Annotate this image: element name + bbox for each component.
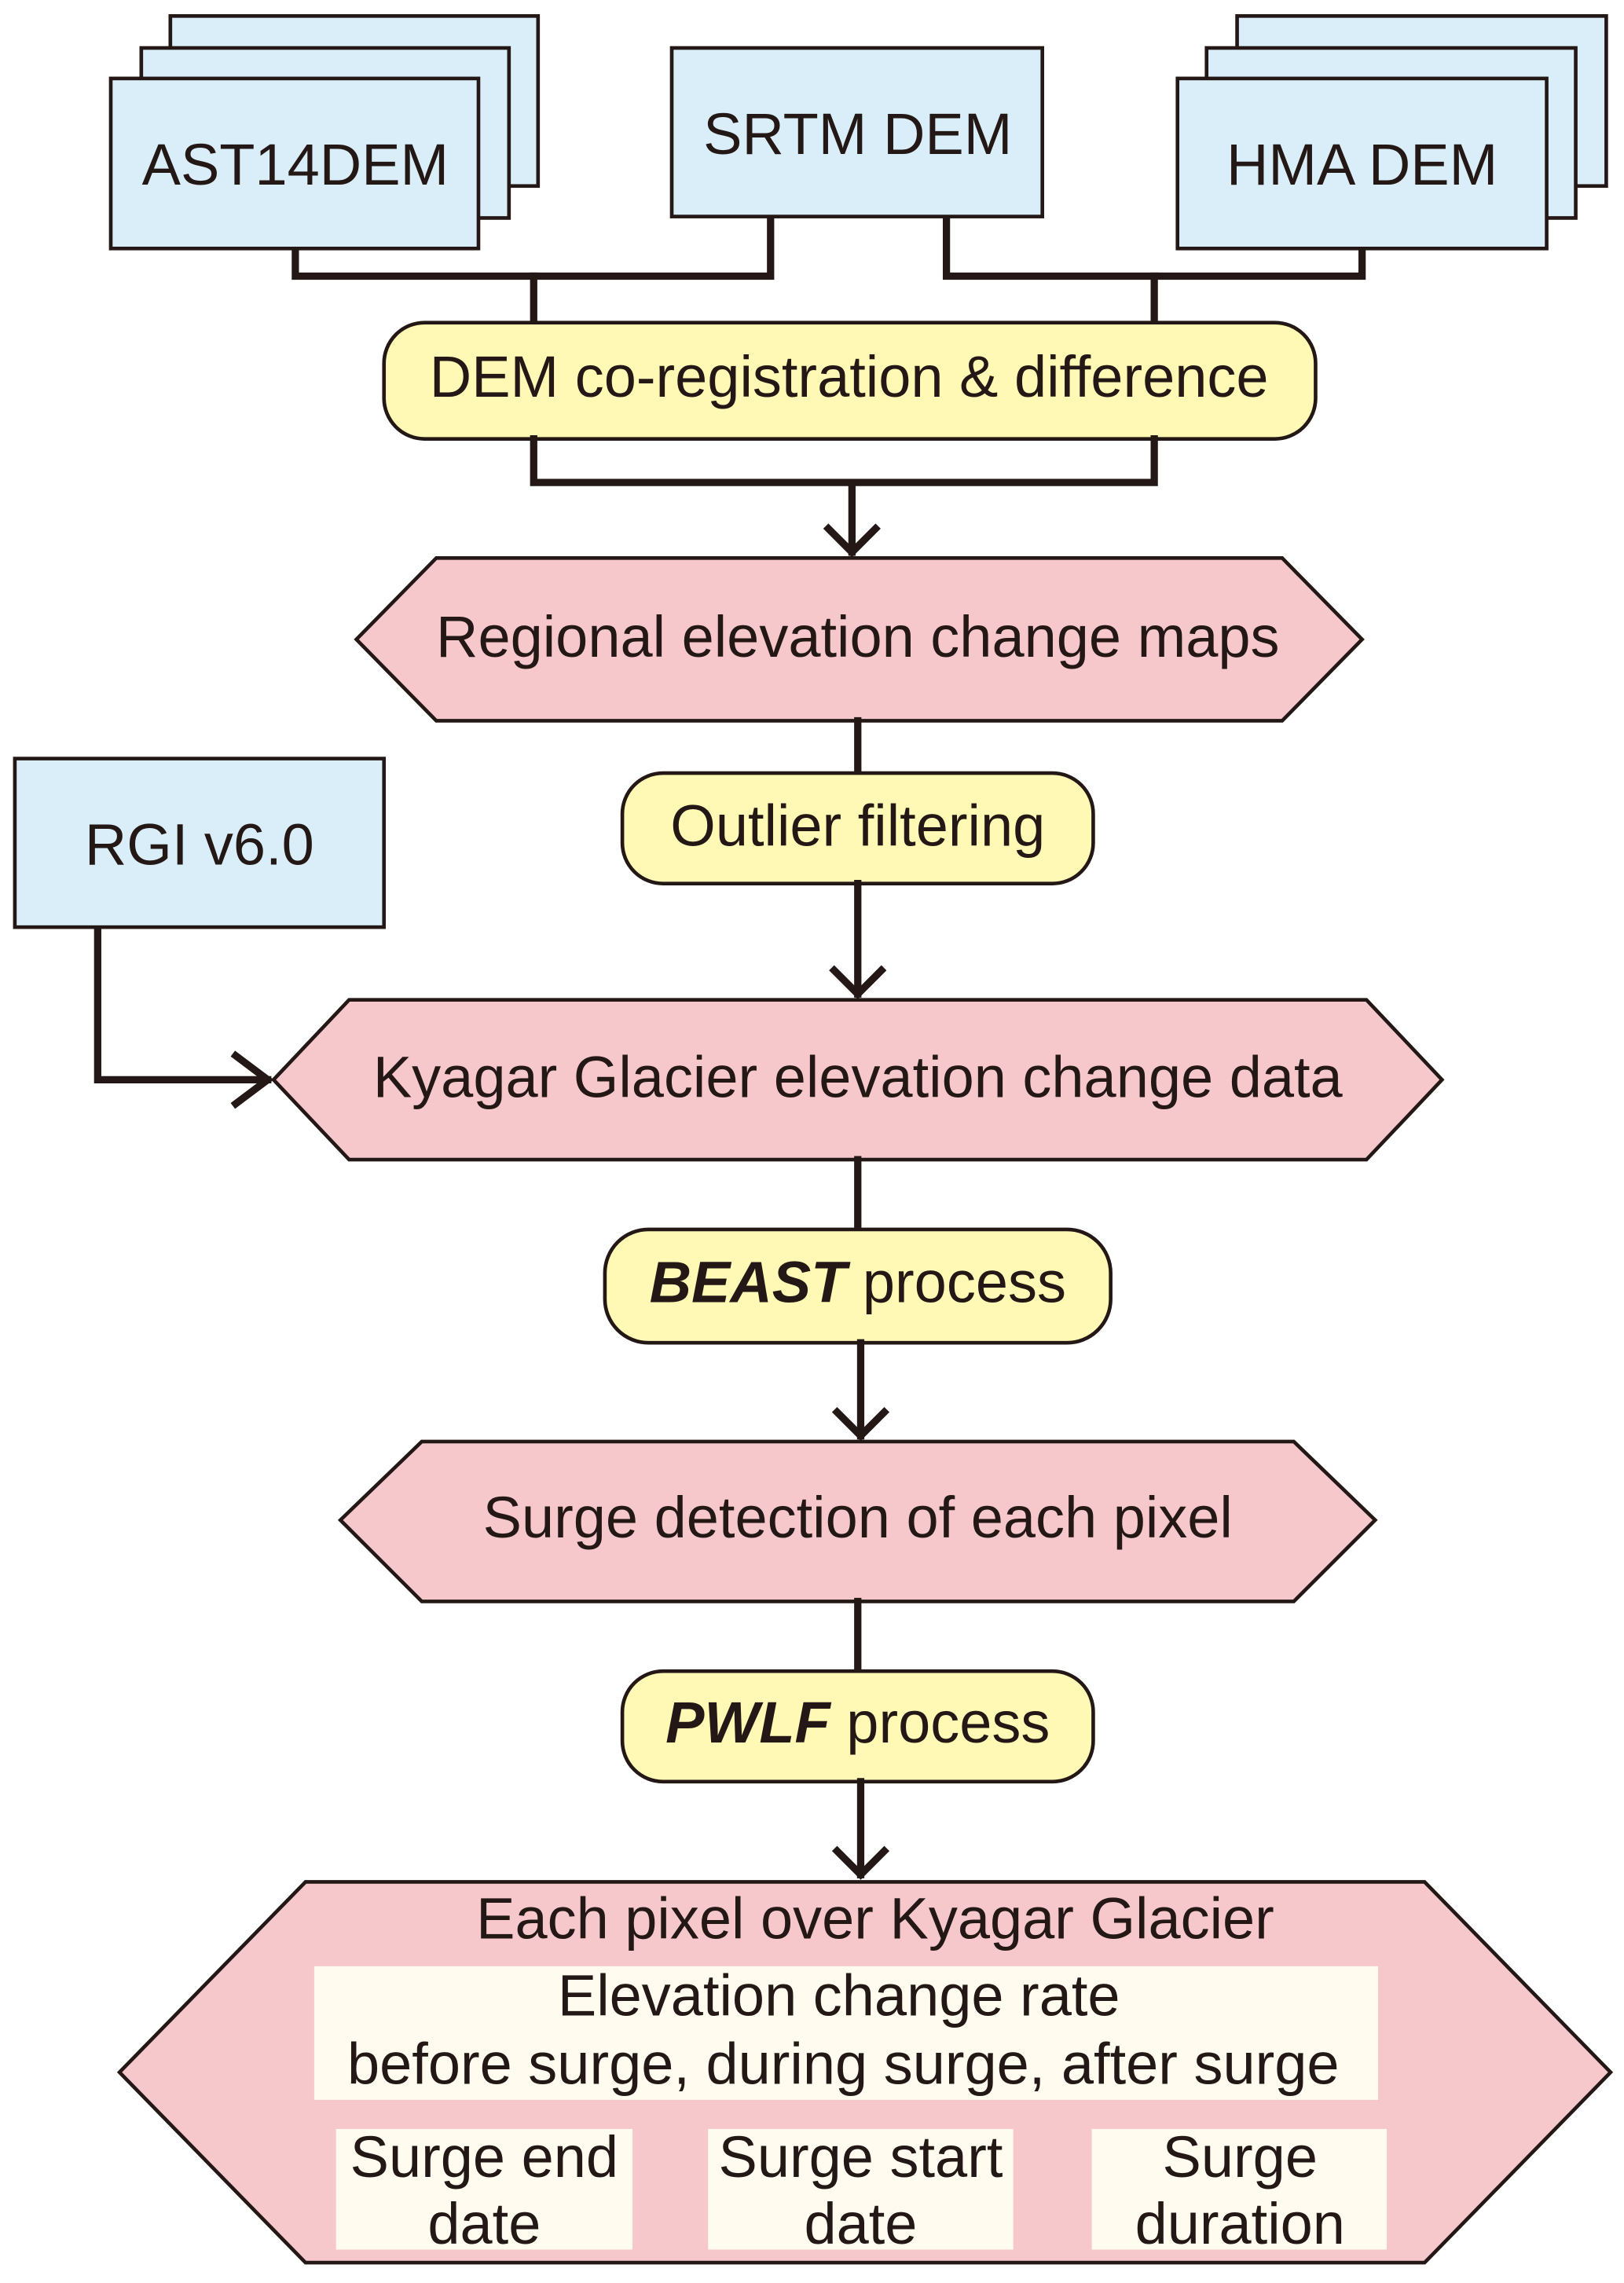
elevation-rate-panel bbox=[313, 1966, 1378, 2100]
coregistration-label: DEM co-registration & difference bbox=[430, 344, 1269, 409]
arrow-head-icon bbox=[829, 965, 887, 999]
surge-end-line2: date bbox=[427, 2191, 541, 2256]
surge-end-date-panel bbox=[335, 2128, 633, 2250]
kyagar-elevation-data: Kyagar Glacier elevation change data bbox=[270, 998, 1445, 1162]
surge-start-line2: date bbox=[804, 2191, 917, 2256]
elevation-rate-line2: before surge, during surge, after surge bbox=[347, 2032, 1340, 2097]
arrow-head-icon bbox=[230, 1050, 274, 1109]
outlier-filtering-step: Outlier filtering bbox=[620, 771, 1095, 885]
pwlf-suffix: process bbox=[830, 1690, 1050, 1755]
regional-maps-label: Regional elevation change maps bbox=[436, 604, 1280, 669]
beast-term: BEAST bbox=[650, 1249, 852, 1314]
beast-process-label: BEAST process bbox=[650, 1249, 1066, 1314]
output-title: Each pixel over Kyagar Glacier bbox=[476, 1886, 1274, 1951]
surge-start-line1: Surge start bbox=[719, 2124, 1003, 2190]
pwlf-process-label: PWLF process bbox=[665, 1690, 1050, 1755]
surge-duration-line1: Surge bbox=[1163, 2124, 1318, 2190]
rgi-input: RGI v6.0 bbox=[13, 757, 387, 929]
surge-end-line1: Surge end bbox=[350, 2124, 618, 2190]
beast-process-step: BEAST process bbox=[603, 1227, 1113, 1345]
hma-dem-input-stack: HMA DEM bbox=[1175, 14, 1608, 251]
rgi-label: RGI v6.0 bbox=[85, 812, 314, 878]
coregistration-step: DEM co-registration & difference bbox=[382, 321, 1318, 441]
surge-duration-panel bbox=[1091, 2128, 1388, 2250]
surge-duration-line2: duration bbox=[1135, 2191, 1345, 2256]
surge-detection: Surge detection of each pixel bbox=[337, 1439, 1378, 1603]
pwlf-process-step: PWLF process bbox=[620, 1669, 1095, 1784]
regional-elevation-maps: Regional elevation change maps bbox=[354, 556, 1365, 723]
hma-dem-label: HMA DEM bbox=[1226, 132, 1498, 197]
srtm-dem-input: SRTM DEM bbox=[669, 46, 1045, 218]
surge-detection-label: Surge detection of each pixel bbox=[483, 1485, 1233, 1550]
outlier-filtering-label: Outlier filtering bbox=[670, 793, 1045, 859]
connector-pwlf-to-output bbox=[831, 1778, 890, 1880]
arrow-head-icon bbox=[823, 523, 881, 558]
connector-outlier-to-kyagar bbox=[829, 880, 887, 999]
arrow-head-icon bbox=[831, 1407, 890, 1442]
connector-inputs-to-coreg bbox=[291, 211, 1366, 327]
kyagar-data-label: Kyagar Glacier elevation change data bbox=[373, 1045, 1344, 1110]
connector-beast-to-surge bbox=[831, 1339, 890, 1442]
output-pixel-results: Each pixel over Kyagar Glacier Elevation… bbox=[116, 1880, 1614, 2265]
arrow-head-icon bbox=[831, 1845, 890, 1880]
pwlf-term: PWLF bbox=[665, 1690, 831, 1755]
beast-suffix: process bbox=[846, 1249, 1066, 1314]
srtm-dem-label: SRTM DEM bbox=[703, 101, 1012, 167]
ast14dem-input-stack: AST14DEM bbox=[108, 14, 541, 251]
connector-coreg-to-regional bbox=[530, 435, 1158, 558]
elevation-rate-line1: Elevation change rate bbox=[558, 1963, 1120, 2028]
surge-start-date-panel bbox=[708, 2128, 1014, 2250]
connector-rgi-to-kyagar bbox=[93, 926, 274, 1109]
ast14dem-label: AST14DEM bbox=[142, 132, 449, 197]
